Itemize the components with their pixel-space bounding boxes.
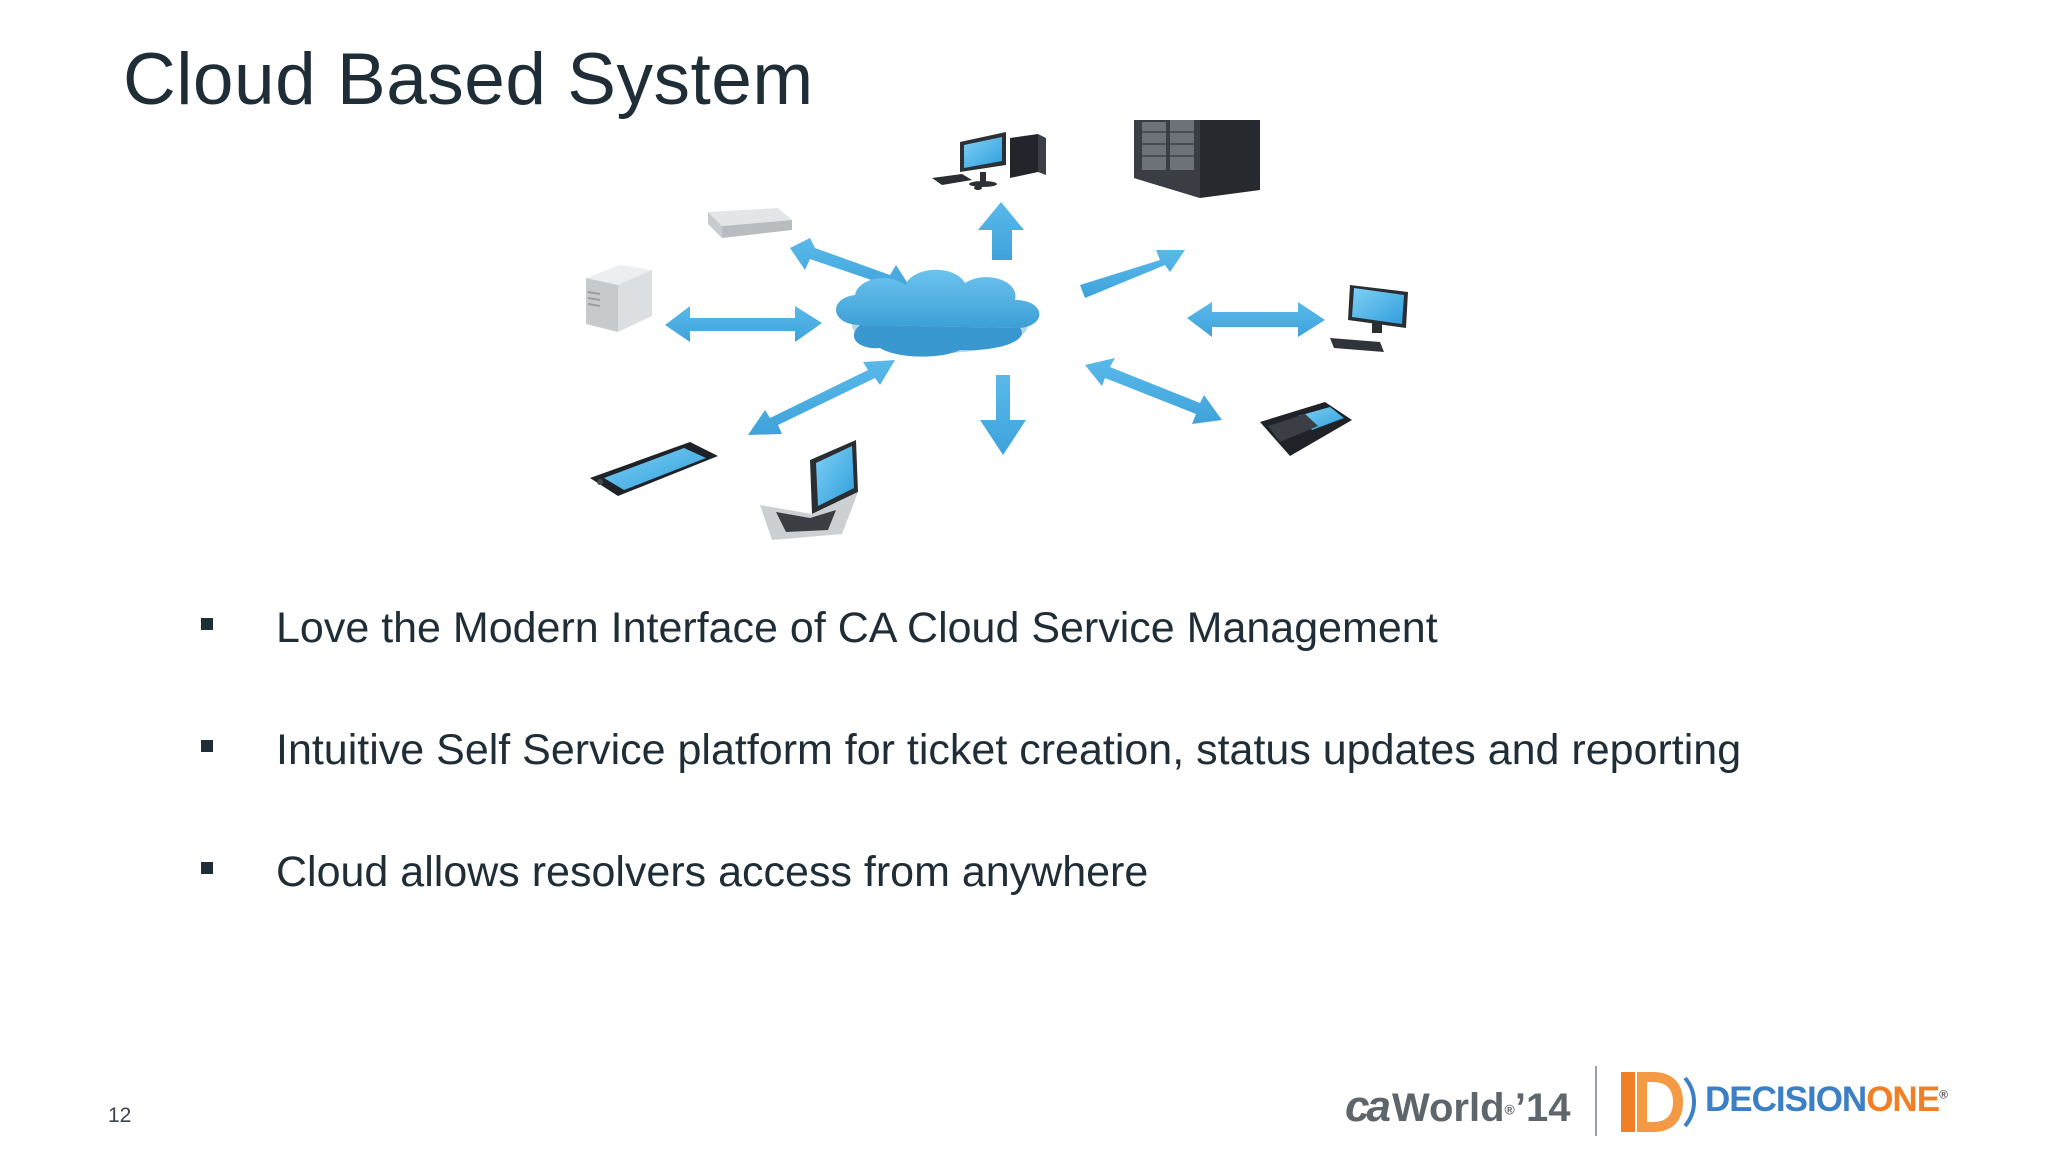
arrows [665,202,1325,455]
bullet-item: Love the Modern Interface of CA Cloud Se… [198,590,1898,712]
registered-mark: ® [1939,1087,1948,1102]
bullet-item: Cloud allows resolvers access from anywh… [198,834,1898,956]
decisionone-logo: DECISIONONE® [1705,1080,1948,1120]
arrow-right [1187,302,1325,337]
smartphone-icon [590,442,718,496]
decisionone-decision: DECISION [1705,1080,1867,1119]
laptop-icon [760,440,858,540]
decisionone-one: ONE [1866,1080,1940,1119]
decisionone-d-icon [1621,1072,1696,1132]
bullet-marker-icon [201,862,213,874]
bullet-item: Intuitive Self Service platform for tick… [198,712,1898,834]
arrow-upper-right [1080,250,1185,298]
desktop-computer-icon [932,132,1046,190]
caworld-year: ’14 [1514,1086,1571,1130]
cloud-network-diagram [586,120,1408,540]
arrow-left [665,306,822,342]
network-switch-icon [708,208,792,238]
cloud-icon [836,269,1040,357]
bullet-marker-icon [201,740,213,752]
bullet-text: Cloud allows resolvers access from anywh… [276,848,1149,896]
page-number: 12 [108,1104,132,1127]
slide-title: Cloud Based System [123,39,814,120]
logo-divider [1595,1066,1597,1136]
arrow-down [980,375,1026,455]
ca-mark: ca [1345,1082,1391,1131]
bullet-text: Intuitive Self Service platform for tick… [276,726,1742,774]
registered-mark: ® [1504,1101,1515,1118]
arrow-lower-right [1085,358,1222,424]
arrow-up [978,202,1024,260]
arrow-lower-left [748,360,895,435]
world-word: World [1391,1086,1505,1130]
bullet-marker-icon [201,618,213,630]
mobile-phone-icon [1260,402,1352,456]
bullet-text: Love the Modern Interface of CA Cloud Se… [276,604,1438,652]
storage-box-icon [586,265,652,332]
monitor-keyboard-icon [1330,285,1408,352]
server-rack-icon [1134,120,1260,198]
bullet-list: Love the Modern Interface of CA Cloud Se… [198,590,1898,956]
